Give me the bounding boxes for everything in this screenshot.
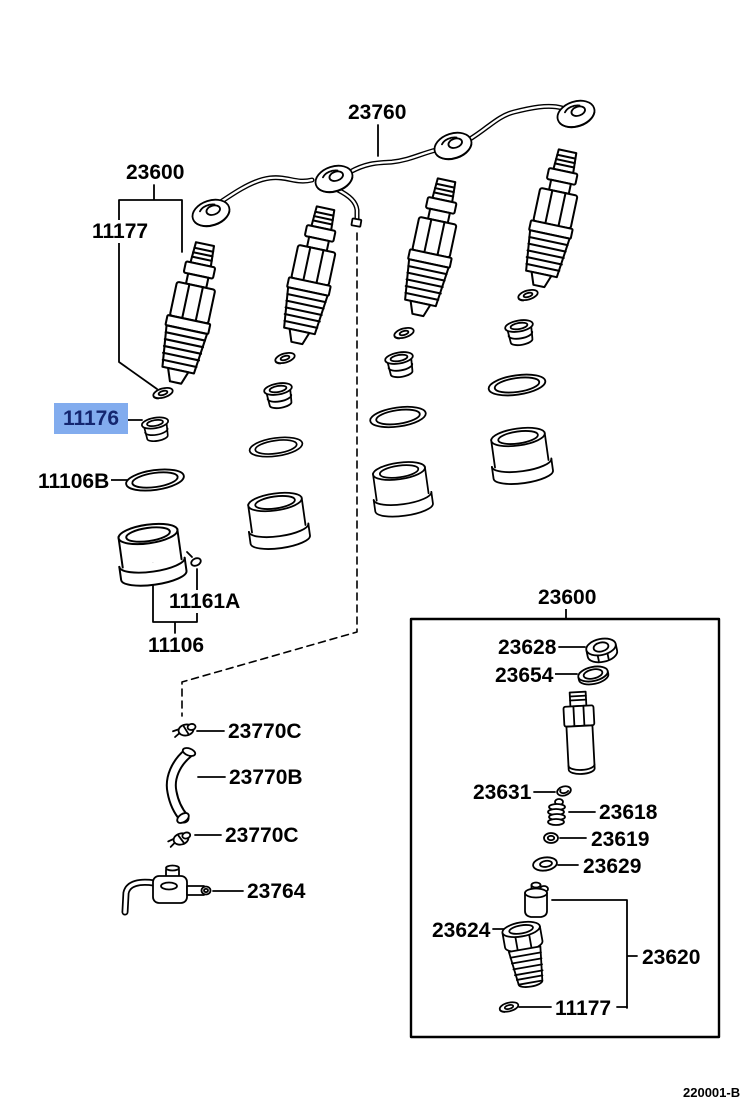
part-label-11106[interactable]: 11106: [146, 634, 207, 657]
part-label-23654[interactable]: 23654: [493, 664, 556, 687]
injector-4: [517, 145, 590, 292]
fuel-pipe: [188, 95, 599, 232]
part-label-23770C-upper[interactable]: 23770C: [226, 720, 304, 743]
part-label-23631[interactable]: 23631: [471, 781, 534, 804]
injector-2: [275, 202, 348, 349]
injector-1-parts: [113, 385, 202, 591]
injector-2-parts: [243, 350, 313, 554]
injector-1: [153, 238, 228, 389]
drawing-number: 220001-B: [683, 1085, 741, 1100]
part-label-23620[interactable]: 23620: [640, 946, 703, 969]
injector-3: [396, 174, 469, 321]
part-label-11106B[interactable]: 11106B: [36, 470, 112, 493]
part-label-23764[interactable]: 23764: [245, 880, 308, 903]
part-label-23629[interactable]: 23629: [581, 855, 644, 878]
part-label-23618[interactable]: 23618: [597, 801, 660, 824]
part-label-11161A[interactable]: 11161A: [167, 590, 243, 613]
detail-box-border: [409, 617, 721, 1039]
union-23764: [121, 864, 212, 916]
part-label-23619[interactable]: 23619: [589, 828, 652, 851]
part-label-23600-main[interactable]: 23600: [124, 161, 187, 184]
injector-3-parts: [368, 325, 435, 521]
injector-4-parts: [486, 287, 556, 489]
part-label-23760[interactable]: 23760: [346, 101, 409, 124]
part-label-11176-highlighted[interactable]: 11176: [54, 403, 128, 434]
part-label-11177-main[interactable]: 11177: [90, 220, 151, 243]
dashed-reference-line: [181, 232, 358, 717]
part-label-23600-box[interactable]: 23600: [536, 586, 599, 609]
part-label-23624[interactable]: 23624: [430, 919, 493, 942]
leakage-hose-parts: [121, 721, 212, 916]
part-label-23770C-lower[interactable]: 23770C: [223, 824, 301, 847]
part-label-23628[interactable]: 23628: [496, 636, 559, 659]
detail-box-parts: [497, 635, 620, 1015]
part-label-11177-box[interactable]: 11177: [553, 997, 614, 1020]
part-label-23770B[interactable]: 23770B: [227, 766, 305, 789]
